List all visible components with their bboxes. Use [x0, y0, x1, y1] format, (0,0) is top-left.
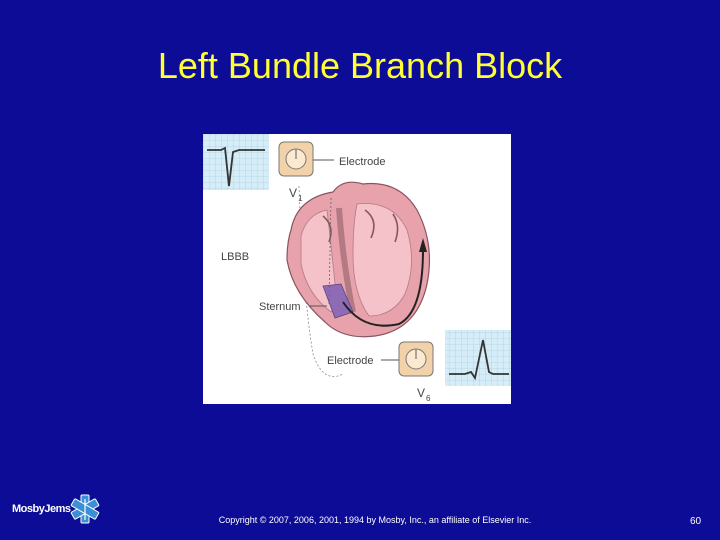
- ecg-strip-v6: [445, 330, 511, 386]
- heart: [286, 181, 431, 338]
- electrode-v1: [278, 141, 334, 177]
- electrode-bottom-label: Electrode: [327, 355, 373, 367]
- heart-illustration: Electrode V 1 LBBB Sternum Electrode V 6: [203, 134, 511, 403]
- publisher-logo: MosbyJems: [12, 493, 100, 527]
- lead-v6-subscript: 6: [426, 394, 431, 403]
- electrode-top-label: Electrode: [339, 156, 385, 168]
- star-of-life-icon: [70, 494, 100, 524]
- sternum-label: Sternum: [259, 301, 301, 313]
- lead-v1-subscript: 1: [298, 194, 303, 203]
- lead-v1-label: V: [289, 186, 297, 200]
- electrode-v6: [381, 341, 434, 377]
- logo-text: MosbyJems: [12, 503, 71, 515]
- septal-block-region: [322, 283, 354, 319]
- ecg-strip-v1: [203, 134, 269, 190]
- copyright-notice: Copyright © 2007, 2006, 2001, 1994 by Mo…: [218, 515, 532, 525]
- lbbb-label: LBBB: [221, 251, 249, 263]
- lead-v6-label: V: [417, 386, 425, 400]
- lbbb-heart-diagram: Electrode V 1 LBBB Sternum Electrode V 6: [203, 134, 511, 404]
- slide-title: Left Bundle Branch Block: [157, 45, 563, 86]
- page-number: 60: [690, 516, 702, 527]
